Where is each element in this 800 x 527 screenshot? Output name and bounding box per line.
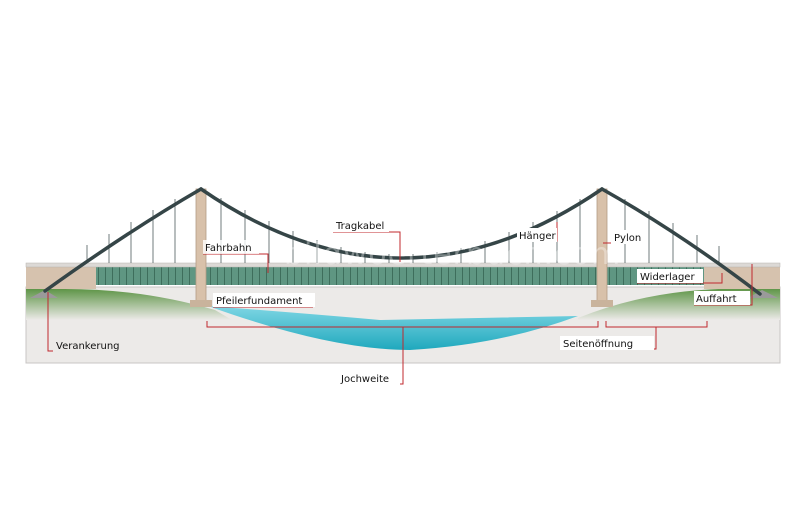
watermark: bildwoerterbuch.com — [284, 237, 621, 272]
callout-haenger: Hänger — [517, 228, 557, 242]
left-anchorage — [30, 290, 58, 298]
callout-jochweite: Jochweite — [338, 371, 400, 385]
callout-pfeilerfundament: Pfeilerfundament — [213, 293, 315, 307]
label-fahrbahn: Fahrbahn — [205, 243, 252, 254]
label-tragkabel: Tragkabel — [335, 221, 384, 232]
left-bank — [26, 288, 232, 320]
label-haenger: Hänger — [519, 231, 556, 242]
label-verankerung: Verankerung — [56, 341, 120, 352]
callout-verankerung: Verankerung — [53, 338, 131, 352]
label-jochweite: Jochweite — [340, 374, 389, 385]
callout-auffahrt: Auffahrt — [694, 291, 750, 305]
label-pfeilerfundament: Pfeilerfundament — [216, 296, 302, 307]
callout-fahrbahn: Fahrbahn — [203, 240, 259, 254]
callout-widerlager: Widerlager — [637, 269, 703, 283]
label-pylon: Pylon — [614, 233, 641, 244]
left-abutment — [26, 265, 96, 289]
callout-tragkabel: Tragkabel — [333, 218, 389, 232]
road-deck — [25, 262, 781, 268]
right-anchorage — [748, 290, 778, 298]
label-widerlager: Widerlager — [640, 272, 695, 283]
callout-pylon: Pylon — [611, 230, 647, 244]
right-abutment — [704, 265, 780, 289]
label-seitenoeffnung: Seitenöffnung — [563, 339, 633, 350]
river — [208, 306, 578, 350]
deck-truss — [96, 267, 704, 285]
main-cable — [43, 187, 762, 296]
label-auffahrt: Auffahrt — [696, 294, 737, 305]
callout-seitenoeffnung: Seitenöffnung — [560, 336, 654, 350]
